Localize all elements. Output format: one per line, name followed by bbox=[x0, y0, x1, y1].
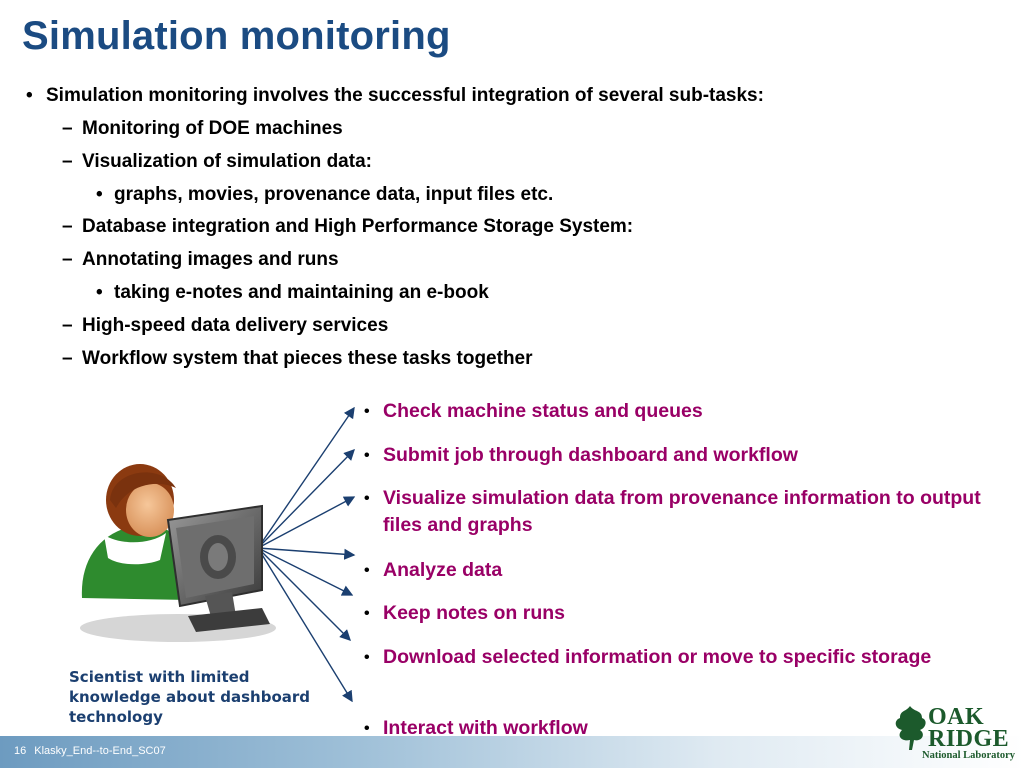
bullet-marker: • bbox=[26, 85, 33, 106]
arrow-line bbox=[257, 547, 354, 596]
person-hair-top bbox=[110, 472, 176, 508]
bullet-marker: • bbox=[364, 562, 370, 579]
dash-marker: – bbox=[62, 216, 73, 237]
capability-item: • Keep notes on runs bbox=[364, 600, 1004, 627]
monitor-base bbox=[188, 608, 270, 632]
bullet-marker: • bbox=[364, 649, 370, 666]
bullet-marker: • bbox=[364, 605, 370, 622]
outline-item: –Monitoring of DOE machines bbox=[62, 118, 343, 140]
arrow-line bbox=[257, 547, 356, 560]
arrow-line bbox=[257, 448, 355, 549]
outline-item-text: Monitoring of DOE machines bbox=[82, 118, 343, 139]
bullet-marker: • bbox=[96, 184, 103, 205]
outline-item: • taking e-notes and maintaining an e-boo… bbox=[96, 282, 489, 304]
page-number: 16 bbox=[14, 745, 27, 757]
dash-marker: – bbox=[62, 151, 73, 172]
bullet-marker: • bbox=[364, 447, 370, 464]
outline-item-text: graphs, movies, provenance data, input f… bbox=[114, 184, 554, 205]
footer-bar bbox=[0, 736, 1024, 768]
outline-item-text: High-speed data delivery services bbox=[82, 315, 389, 336]
capability-text: Check machine status and queues bbox=[383, 400, 703, 422]
footer-label: Klasky_End--to-End_SC07 bbox=[34, 745, 166, 757]
capability-item: • Download selected information or move … bbox=[364, 644, 954, 671]
arrow-line bbox=[257, 547, 353, 703]
bullet-marker: • bbox=[364, 403, 370, 420]
oak-leaf-icon bbox=[895, 706, 926, 750]
logo-line3: National Laboratory bbox=[922, 750, 1016, 761]
capability-text: Interact with workflow bbox=[383, 717, 588, 739]
capability-text: Keep notes on runs bbox=[383, 602, 566, 624]
outline-item-text: Workflow system that pieces these tasks … bbox=[82, 348, 533, 369]
logo-line2: RIDGE bbox=[928, 726, 1010, 752]
footer: 16 Klasky_End--to-End_SC07 bbox=[14, 745, 174, 757]
bullet-marker: • bbox=[364, 720, 370, 737]
outline-item-text: Visualization of simulation data: bbox=[82, 151, 372, 172]
outline-item-text: Annotating images and runs bbox=[82, 249, 339, 270]
outline-item: –Visualization of simulation data: bbox=[62, 151, 372, 173]
dash-marker: – bbox=[62, 315, 73, 336]
bullet-marker: • bbox=[96, 282, 103, 303]
arrow-line bbox=[257, 547, 351, 641]
capability-item: • Interact with workflow bbox=[364, 715, 1004, 742]
person-collar bbox=[104, 533, 166, 565]
outline-item: • Simulation monitoring involves the succ… bbox=[26, 85, 764, 107]
dash-marker: – bbox=[62, 249, 73, 270]
outline-item-text: Simulation monitoring involves the succe… bbox=[46, 85, 764, 106]
illustration-caption: Scientist with limited knowledge about d… bbox=[69, 668, 311, 726]
arrow-line bbox=[257, 406, 355, 549]
arrows bbox=[257, 406, 356, 703]
slide-title: Simulation monitoring bbox=[22, 14, 451, 58]
oak-ridge-logo: OAK RIDGE National Laboratory bbox=[892, 702, 1016, 764]
capability-item: • Analyze data bbox=[364, 557, 1004, 584]
outline-item-text: Database integration and High Performanc… bbox=[82, 216, 634, 237]
capability-text: Submit job through dashboard and workflo… bbox=[383, 444, 798, 466]
capability-text: Visualize simulation data from provenanc… bbox=[383, 487, 981, 536]
dash-marker: – bbox=[62, 348, 73, 369]
outline-item: • graphs, movies, provenance data, input … bbox=[96, 184, 553, 206]
outline-item: –Annotating images and runs bbox=[62, 249, 339, 271]
arrow-line bbox=[257, 496, 356, 549]
logo-line1: OAK bbox=[928, 704, 985, 730]
bullet-marker: • bbox=[364, 490, 370, 507]
capability-item: • Check machine status and queues bbox=[364, 398, 1004, 425]
monitor-emblem-inner bbox=[208, 543, 228, 571]
dash-marker: – bbox=[62, 118, 73, 139]
capability-text: Analyze data bbox=[383, 559, 503, 581]
capability-text: Download selected information or move to… bbox=[383, 646, 932, 668]
capability-item: • Visualize simulation data from provena… bbox=[364, 485, 984, 539]
outline-item: –Workflow system that pieces these tasks… bbox=[62, 348, 533, 370]
outline-item: –Database integration and High Performan… bbox=[62, 216, 633, 238]
person-face bbox=[126, 483, 174, 537]
outline-item: –High-speed data delivery services bbox=[62, 315, 388, 337]
outline-item-text: taking e-notes and maintaining an e-book bbox=[114, 282, 489, 303]
capability-item: • Submit job through dashboard and workf… bbox=[364, 442, 1004, 469]
